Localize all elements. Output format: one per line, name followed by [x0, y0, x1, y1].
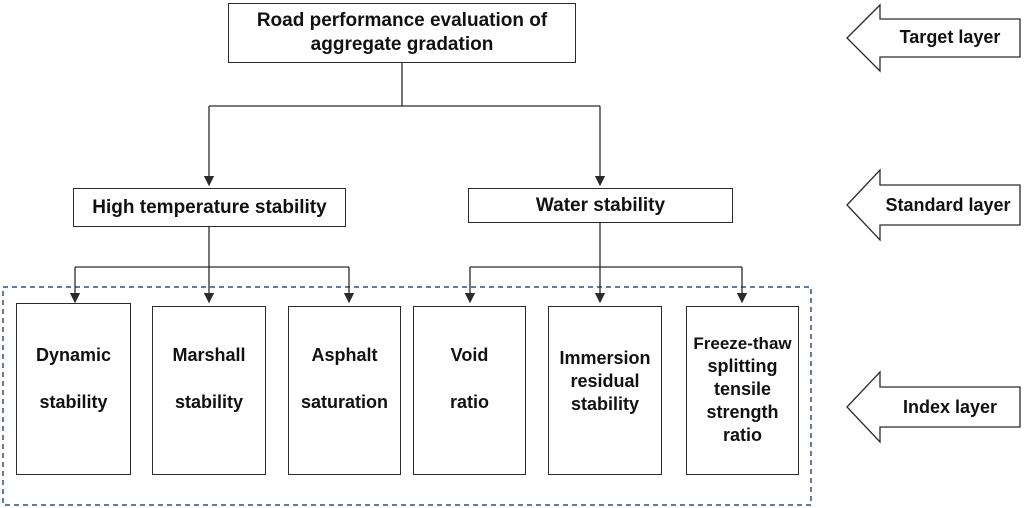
index-text: ratio: [449, 392, 489, 412]
standard-layer-arrow: [846, 168, 1021, 242]
index-box-void-ratio: Void ratio: [413, 306, 526, 475]
water-stability-label: Water stability: [535, 194, 666, 216]
index-text: residual: [570, 371, 640, 391]
index-text: Asphalt: [311, 345, 378, 365]
index-text: tensile: [713, 379, 772, 399]
index-text: strength: [706, 402, 779, 422]
index-text: Marshall: [172, 345, 246, 365]
index-layer-arrow: [846, 370, 1021, 444]
index-text: stability: [570, 394, 640, 414]
index-box-asphalt-saturation: Asphalt saturation: [288, 306, 401, 475]
index-text: Freeze-thaw: [693, 334, 792, 353]
index-text: splitting: [707, 356, 778, 376]
target-line-2: aggregate gradation: [310, 34, 494, 55]
index-text: Immersion: [559, 348, 651, 368]
index-box-freeze-thaw-ratio: Freeze-thaw splitting tensile strength r…: [686, 306, 799, 475]
target-layer-label: Target layer: [899, 27, 1001, 47]
index-box-marshall-stability: Marshall stability: [152, 306, 266, 475]
index-text: stability: [174, 392, 244, 412]
index-layer-label: Index layer: [902, 397, 998, 417]
high-temperature-stability-box: High temperature stability: [73, 188, 346, 227]
target-line-1: Road performance evaluation of: [256, 10, 548, 31]
index-text: Dynamic: [35, 345, 112, 365]
index-text: Void: [450, 345, 489, 365]
water-stability-box: Water stability: [468, 188, 733, 223]
target-box: Road performance evaluation of aggregate…: [228, 3, 576, 63]
target-layer-arrow: [846, 3, 1021, 73]
standard-layer-label: Standard layer: [885, 195, 1011, 215]
index-text: stability: [39, 392, 108, 412]
index-text: saturation: [300, 392, 388, 412]
index-text: ratio: [722, 425, 762, 445]
index-box-immersion-residual-stability: Immersion residual stability: [548, 306, 662, 475]
high-temperature-stability-label: High temperature stability: [92, 196, 327, 218]
index-box-dynamic-stability: Dynamic stability: [16, 303, 131, 475]
